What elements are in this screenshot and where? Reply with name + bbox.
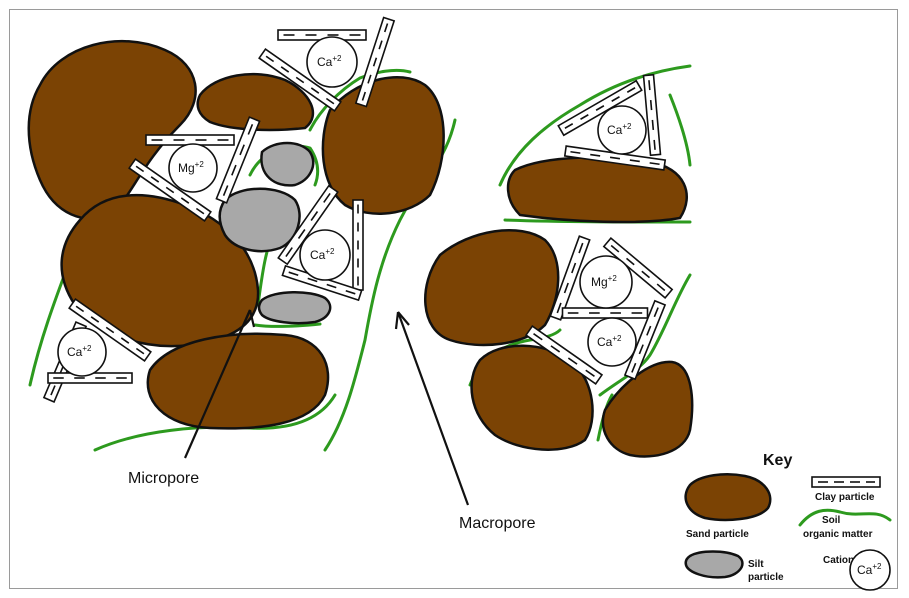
organic-matter-line bbox=[255, 324, 320, 327]
clay-particle bbox=[563, 308, 648, 318]
cation: Ca+2 bbox=[598, 106, 646, 154]
key-sand-swatch bbox=[686, 474, 771, 520]
key-sand-label: Sand particle bbox=[686, 529, 749, 540]
silt-particle bbox=[259, 292, 330, 323]
clay-particle bbox=[644, 75, 661, 156]
key-silt-swatch bbox=[686, 552, 743, 578]
sand-particle bbox=[148, 334, 328, 429]
cation: Ca+2 bbox=[307, 37, 357, 87]
key-organic-matter-label: organic matter bbox=[803, 529, 873, 540]
macropore-label: Macropore bbox=[459, 515, 536, 532]
key-silt-label: Silt bbox=[748, 559, 764, 570]
key: Key Sand particle Clay particle Soil org… bbox=[686, 452, 890, 590]
silt-particle bbox=[261, 143, 313, 185]
micropore-label: Micropore bbox=[128, 470, 199, 487]
key-title: Key bbox=[763, 452, 792, 469]
sand-particle bbox=[323, 77, 444, 213]
key-organic-matter-swatch bbox=[800, 510, 890, 525]
clay-particle bbox=[353, 200, 363, 290]
silt-particle bbox=[220, 189, 300, 251]
organic-matter-line bbox=[670, 95, 690, 165]
cation: Ca+2 bbox=[58, 328, 106, 376]
sand-particle bbox=[425, 230, 558, 345]
cation: Ca+2 bbox=[300, 230, 350, 280]
key-soil-label: Soil bbox=[822, 515, 841, 526]
sand-particle bbox=[603, 362, 692, 457]
key-clay-swatch bbox=[812, 477, 880, 487]
key-cation-label: Cation bbox=[823, 555, 854, 566]
key-particle-label: particle bbox=[748, 572, 784, 583]
cation: Ca+2 bbox=[588, 318, 636, 366]
cation: Mg+2 bbox=[169, 144, 217, 192]
key-clay-label: Clay particle bbox=[815, 492, 875, 503]
cation: Mg+2 bbox=[580, 256, 632, 308]
